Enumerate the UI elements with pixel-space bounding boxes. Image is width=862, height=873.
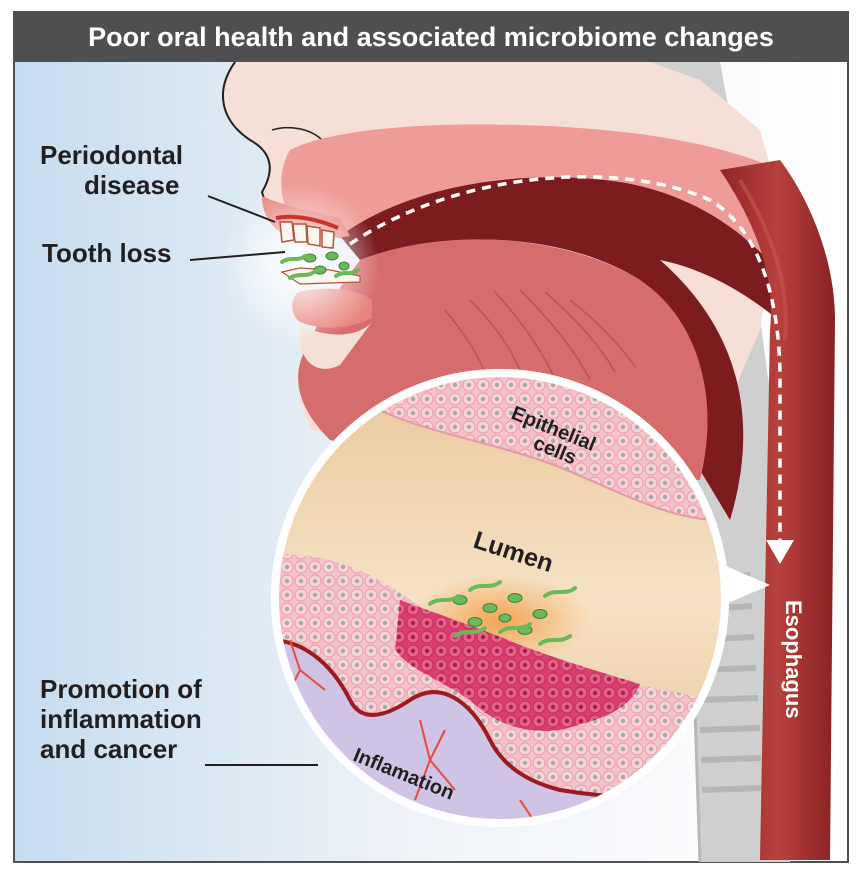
label-periodontal-line2: disease [84,170,180,200]
label-esophagus: Esophagus [781,600,806,719]
label-periodontal-line1: Periodontal [40,140,184,170]
label-promotion-line2: inflammation [40,704,202,734]
label-promotion-line1: Promotion of [40,674,202,704]
label-periodontal-disease: Periodontal disease [40,140,183,200]
figure-title: Poor oral health and associated microbio… [14,12,848,62]
label-promotion-line3: and cancer [40,734,178,764]
label-tooth-loss: Tooth loss [42,238,172,268]
label-promotion-inflammation-cancer: Promotion of inflammation and cancer [40,674,202,764]
